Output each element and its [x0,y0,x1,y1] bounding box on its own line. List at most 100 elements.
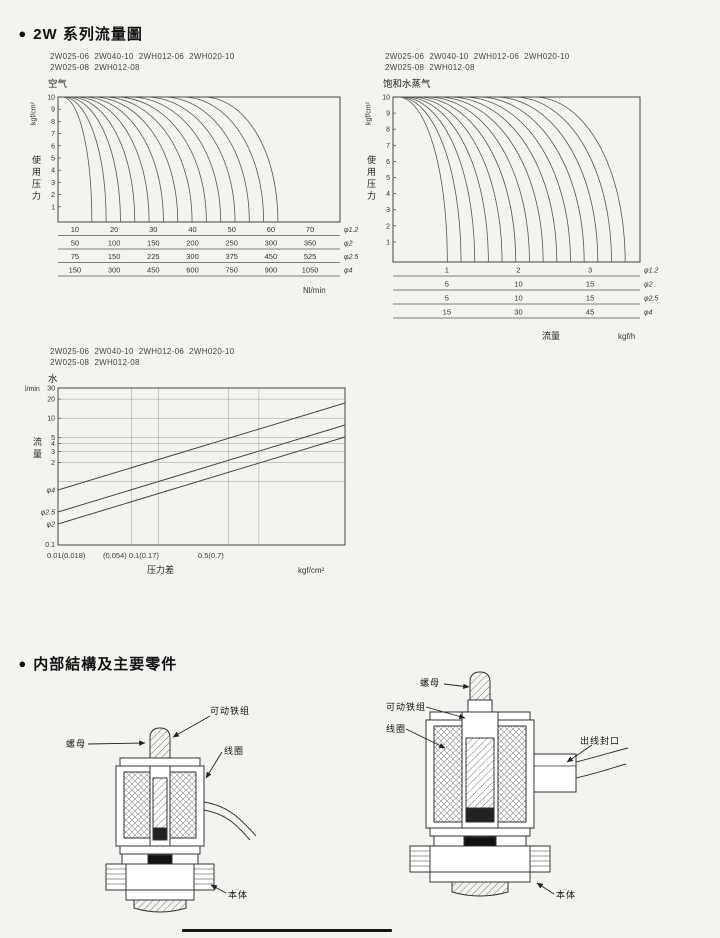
lead-wire-2 [203,809,251,841]
plot-border [57,96,341,223]
y-tick-label: 5 [51,435,55,442]
valve-diagram-right: 螺母 可动铁组 线圈 出线封口 本体 [360,660,660,922]
scale-value: 150 [108,252,121,261]
flow-curve [398,96,462,263]
valve-diagram-left: 螺母 可动铁组 线圈 本体 [60,682,300,922]
y-tick-label: 8 [386,127,390,134]
steam-x-label: 流量 [542,331,561,341]
scan-artifact [182,929,392,932]
y-tick-label: 4 [51,168,55,175]
y-tick-label: 1 [51,204,55,211]
flow-curve [203,96,279,223]
body-bottom-cup [451,881,509,897]
flow-curve [449,96,558,263]
left-plunger-label: 可动铁组 [210,706,251,716]
scale-value: 60 [267,225,275,234]
orifice-label: φ2 [344,241,353,248]
left-coil-label: 线圈 [224,746,245,756]
scale-value: 250 [225,239,238,248]
lead-wire-1 [203,801,257,837]
y-tick-label: 2 [386,223,390,230]
plunger-neck [467,699,493,713]
left-body-label: 本体 [228,890,249,900]
y-tick-label: 9 [386,111,390,118]
y-tick-label: 3 [386,207,390,214]
scale-value: 10 [71,225,79,234]
flow-curve [163,96,250,223]
orifice-label: φ1.2 [644,268,658,275]
scale-value: 70 [306,225,314,234]
body-port-section [105,863,215,891]
flow-curve [62,96,93,223]
steam-y-unit: kgf/cm² [365,102,373,125]
scale-value: 2 [516,266,520,275]
capacity-line [57,436,346,525]
flow-curve [463,96,571,263]
steam-flow-chart: 2W025-06 2W040-10 2WH012-06 2WH020-10 2W… [366,50,680,345]
y-tick-label: 4 [51,441,55,448]
flow-curve [397,96,448,263]
coil-winding-left [123,771,151,839]
scale-value: 200 [186,239,199,248]
y-tick-label: 7 [51,131,55,138]
water-flow-chart: 2W025-06 2W040-10 2WH012-06 2WH020-10 2W… [25,345,375,580]
y-tick-label: 3 [51,449,55,456]
right-outlet-label: 出线封口 [580,736,621,746]
orifice-label: φ2.5 [644,296,658,303]
orifice-label: φ2.5 [344,254,358,261]
coil-top-plate [119,757,201,767]
scale-value: 30 [149,225,157,234]
coil-winding-right [169,771,197,839]
left-nut-label: 螺母 [66,739,87,749]
nut-arrow [87,740,146,746]
nut-cap [469,671,491,700]
structure-section-title: ●内部結構及主要零件 [8,636,177,674]
right-coil-label: 线圈 [386,724,407,734]
body-arrow [536,882,555,895]
scale-value: 100 [108,239,121,248]
air-models-line2: 2W025-08 2WH012-08 [50,63,140,72]
scale-value: 5 [445,280,449,289]
y-tick-label: 10 [47,95,55,102]
bullet-icon: ● [18,26,28,41]
y-tick-label: 6 [51,143,55,150]
y-tick-label: 3 [51,180,55,187]
water-x-unit: kgf/cm² [298,566,325,575]
leader-arrows [405,683,593,895]
coil-bottom-plate [119,845,201,855]
scale-value: 10 [514,294,522,303]
valve-left-drawing [87,715,257,913]
flow-section-title-text: 2W 系列流量圖 [33,26,143,43]
orifice-line-label: φ2.5 [41,510,55,517]
y-tick-label: 2 [51,192,55,199]
air-x-unit: Nl/min [303,286,326,295]
scale-value: 900 [265,266,278,275]
flow-curve [65,96,121,223]
plot-border [57,387,346,546]
structure-section-title-text: 内部結構及主要零件 [33,656,178,673]
flow-curve [63,96,107,223]
y-tick-label: 20 [47,397,55,404]
air-y-unit: kgf/cm² [30,102,38,125]
scale-value: 50 [228,225,236,234]
y-bottom-label: 0.1 [45,542,55,549]
steam-models-line2: 2W025-08 2WH012-08 [385,63,475,72]
air-y-axis-label: 使用压力 [31,155,41,203]
flow-curve [115,96,207,223]
coil-bottom-plate [429,827,531,837]
flow-curve [92,96,179,223]
scale-value: 50 [71,239,79,248]
steam-medium-label: 饱和水蒸气 [383,79,431,90]
water-models-line1: 2W025-06 2W040-10 2WH012-06 2WH020-10 [50,347,235,356]
scale-value: 1 [445,266,449,275]
scale-value: 30 [514,308,522,317]
y-tick-label: 10 [47,416,55,423]
scale-value: 375 [225,252,238,261]
scale-value: 300 [265,239,278,248]
plunger-tip [152,827,168,841]
nut-cap [149,727,171,758]
valve-right-drawing [405,671,629,897]
flow-curve [410,96,503,263]
